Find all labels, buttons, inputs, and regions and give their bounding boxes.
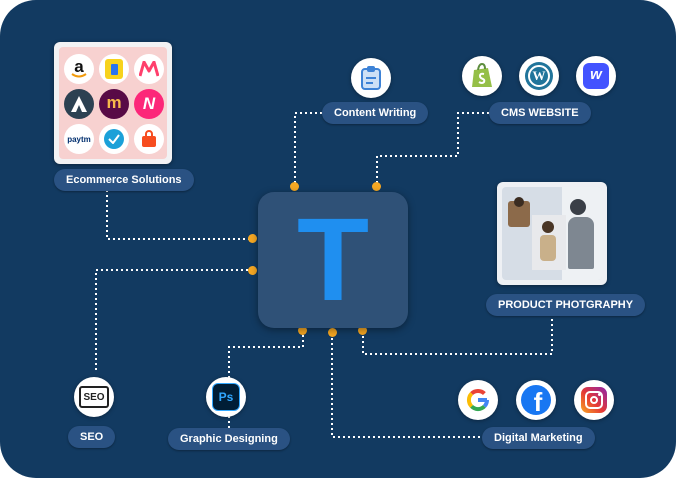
seo-label: SEO: [68, 426, 116, 448]
digital-marketing-label: Digital Marketing: [482, 427, 595, 449]
google-icon: [458, 380, 498, 420]
meesho-logo: m: [99, 89, 129, 119]
product-photography-panel: [497, 182, 607, 285]
connector-dot: [290, 182, 299, 191]
webflow-icon: w: [576, 56, 616, 96]
nykaa-logo: N: [134, 89, 164, 119]
connector-graphic-designing: [228, 331, 304, 428]
amazon-logo: a: [64, 54, 94, 84]
flipkart-logo: [99, 54, 129, 84]
shopsy-logo: [134, 124, 164, 154]
connector-dot: [298, 326, 307, 335]
jiomart-logo: [99, 124, 129, 154]
connector-ecommerce: [106, 190, 253, 240]
connector-dot: [248, 234, 257, 243]
graphic-designing-label: Graphic Designing: [168, 428, 290, 450]
connector-dot: [328, 328, 337, 337]
content-writing-icon-badge: [351, 58, 391, 98]
facebook-icon: f: [516, 380, 556, 420]
connector-digital-marketing: [331, 333, 482, 438]
connector-product-photography: [362, 319, 553, 355]
ecommerce-solutions-label: Ecommerce Solutions: [54, 169, 194, 191]
seo-icon: SEO: [79, 386, 109, 408]
cms-website-label: CMS WEBSITE: [489, 102, 591, 124]
wordpress-icon: W: [519, 56, 559, 96]
paytm-logo: paytm: [64, 124, 94, 154]
photoshop-icon: Ps: [212, 383, 240, 411]
instagram-icon: [574, 380, 614, 420]
connector-dot: [358, 326, 367, 335]
content-writing-label: Content Writing: [322, 102, 429, 124]
connector-seo: [95, 269, 253, 370]
seo-icon-badge: SEO: [74, 377, 114, 417]
clipboard-icon: [361, 66, 381, 90]
ajio-logo: [64, 89, 94, 119]
connector-dot: [372, 182, 381, 191]
product-photography-label: PRODUCT PHOTGRAPHY: [486, 294, 646, 316]
connector-cms: [376, 112, 489, 186]
connector-dot: [248, 266, 257, 275]
connector-content-writing: [294, 112, 322, 186]
shopify-icon: [462, 56, 502, 96]
graphic-designing-icon-badge: Ps: [206, 377, 246, 417]
hub-logo-box: T: [258, 192, 408, 328]
myntra-logo: [134, 54, 164, 84]
ecommerce-panel: a m N paytm: [54, 42, 172, 164]
hub-logo-letter: T: [296, 194, 370, 326]
